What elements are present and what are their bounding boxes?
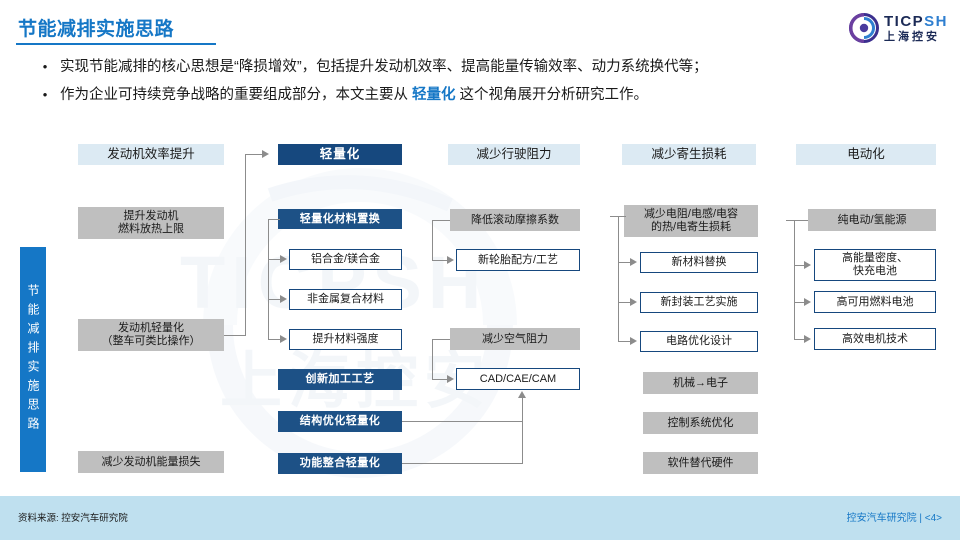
connector-c2-branch-3 bbox=[268, 299, 280, 301]
node-c2-5[interactable]: 创新加工工艺 bbox=[278, 369, 402, 390]
connector-c3-branch-2 bbox=[432, 379, 447, 381]
bullet-item-1: • 实现节能减排的核心思想是“降损增效”，包括提升发动机效率、提高能量传输效率、… bbox=[30, 57, 940, 78]
bullet-text-suffix: 这个视角展开分析研究工作。 bbox=[455, 87, 649, 103]
arrow-c3-node-4 bbox=[447, 375, 454, 383]
bullet-marker: • bbox=[42, 87, 48, 102]
node-c4-5[interactable]: 机械→电子 bbox=[643, 372, 758, 394]
connector-c4-branch-2 bbox=[618, 302, 630, 304]
title-underline bbox=[16, 43, 216, 45]
connector-c2-7-to-cad bbox=[402, 463, 523, 465]
node-c3-2[interactable]: 新轮胎配方/工艺 bbox=[456, 249, 580, 271]
arrow-c5-node-4 bbox=[804, 335, 811, 343]
bullet-text-prefix: 作为企业可持续竞争战略的重要组成部分，本文主要从 bbox=[60, 87, 413, 103]
connector-cad-riser bbox=[522, 397, 524, 464]
node-c2-1[interactable]: 轻量化材料置换 bbox=[278, 209, 402, 229]
bullet-item-2: • 作为企业可持续竞争战略的重要组成部分，本文主要从 轻量化 这个视角展开分析研… bbox=[30, 85, 940, 106]
bullet-text: 作为企业可持续竞争战略的重要组成部分，本文主要从 轻量化 这个视角展开分析研究工… bbox=[60, 85, 648, 106]
bullet-marker: • bbox=[42, 59, 48, 74]
connector-c4-spine bbox=[618, 216, 620, 342]
connector-c5-branch-3 bbox=[794, 339, 804, 341]
arrow-c2-node-3 bbox=[280, 295, 287, 303]
node-c2-6[interactable]: 结构优化轻量化 bbox=[278, 411, 402, 432]
node-c2-2[interactable]: 铝合金/镁合金 bbox=[289, 249, 402, 270]
node-c4-4[interactable]: 电路优化设计 bbox=[640, 331, 758, 352]
logo-spiral-icon bbox=[848, 13, 879, 43]
column-header-4[interactable]: 减少寄生损耗 bbox=[622, 144, 756, 165]
column-header-1[interactable]: 发动机效率提升 bbox=[78, 144, 224, 165]
node-c1-2[interactable]: 发动机轻量化 （整车可类比操作） bbox=[78, 319, 224, 351]
connector-c3-branch-1 bbox=[432, 260, 447, 262]
connector-c3-head-1 bbox=[432, 220, 450, 222]
connector-c3-riser-1 bbox=[432, 220, 434, 260]
bullet-text: 实现节能减排的核心思想是“降损增效”，包括提升发动机效率、提高能量传输效率、动力… bbox=[60, 59, 708, 75]
node-c4-1[interactable]: 减少电阻/电感/电容 的热/电寄生损耗 bbox=[624, 205, 758, 237]
side-bar-text: 节能减排实施思路 bbox=[26, 283, 40, 436]
logo-brand-light: SH bbox=[924, 12, 948, 30]
connector-c1-to-c2-top bbox=[245, 154, 263, 156]
node-c4-6[interactable]: 控制系统优化 bbox=[643, 412, 758, 434]
connector-c1-to-c2 bbox=[224, 335, 246, 337]
connector-c5-branch-2 bbox=[794, 302, 804, 304]
connector-c2-branch-2 bbox=[268, 259, 280, 261]
connector-c4-branch-3 bbox=[618, 341, 630, 343]
arrow-c4-node-4 bbox=[630, 337, 637, 345]
node-c4-7[interactable]: 软件替代硬件 bbox=[643, 452, 758, 474]
arrow-c4-node-3 bbox=[630, 298, 637, 306]
node-c4-3[interactable]: 新封装工艺实施 bbox=[640, 292, 758, 313]
connector-c1-to-c2-riser bbox=[245, 154, 247, 336]
connector-c2-branch-4 bbox=[268, 339, 280, 341]
node-c1-3[interactable]: 减少发动机能量损失 bbox=[78, 451, 224, 473]
source-label: 资料来源: 控安汽车研究院 bbox=[18, 513, 128, 524]
node-c5-3[interactable]: 高可用燃料电池 bbox=[814, 291, 936, 313]
node-c3-4[interactable]: CAD/CAE/CAM bbox=[456, 368, 580, 390]
column-header-3[interactable]: 减少行驶阻力 bbox=[448, 144, 580, 165]
page-title: 节能减排实施思路 bbox=[18, 19, 175, 40]
node-c2-4[interactable]: 提升材料强度 bbox=[289, 329, 402, 350]
side-bar-label: 节能减排实施思路 bbox=[20, 247, 46, 472]
node-c3-3[interactable]: 减少空气阻力 bbox=[450, 328, 580, 350]
arrow-c2-node-4 bbox=[280, 335, 287, 343]
column-header-5[interactable]: 电动化 bbox=[796, 144, 936, 165]
connector-c5-spine bbox=[794, 220, 796, 340]
logo-brand: TICPSH bbox=[884, 14, 948, 29]
arrow-c2-node-2 bbox=[280, 255, 287, 263]
node-c5-2[interactable]: 高能量密度、 快充电池 bbox=[814, 249, 936, 281]
arrow-into-c2-header bbox=[262, 150, 269, 158]
connector-c2-spine bbox=[268, 219, 270, 340]
arrow-c5-node-2 bbox=[804, 261, 811, 269]
column-header-2[interactable]: 轻量化 bbox=[278, 144, 402, 165]
arrow-c4-node-2 bbox=[630, 258, 637, 266]
footer: 资料来源: 控安汽车研究院 控安汽车研究院 | <4> bbox=[0, 496, 960, 540]
page-number-label: 控安汽车研究院 | <4> bbox=[846, 513, 942, 524]
logo-brand-dark: TICP bbox=[883, 12, 925, 30]
arrow-c5-node-3 bbox=[804, 298, 811, 306]
bullet-list: • 实现节能减排的核心思想是“降损增效”，包括提升发动机效率、提高能量传输效率、… bbox=[30, 57, 940, 113]
connector-c2-branch-1 bbox=[268, 219, 280, 221]
node-c2-3[interactable]: 非金属复合材料 bbox=[289, 289, 402, 310]
connector-c5-head bbox=[786, 220, 808, 222]
logo-text: TICPSH 上海控安 bbox=[884, 14, 948, 43]
node-c2-7[interactable]: 功能整合轻量化 bbox=[278, 453, 402, 474]
connector-c4-branch-1 bbox=[618, 262, 630, 264]
arrow-c3-node-2 bbox=[447, 256, 454, 264]
node-c4-2[interactable]: 新材料替换 bbox=[640, 252, 758, 273]
connector-c5-branch-1 bbox=[794, 265, 804, 267]
node-c1-1[interactable]: 提升发动机 燃料放热上限 bbox=[78, 207, 224, 239]
arrow-into-cad bbox=[518, 391, 526, 398]
node-c5-1[interactable]: 纯电动/氢能源 bbox=[808, 209, 936, 231]
logo-brand-cn: 上海控安 bbox=[883, 30, 940, 43]
connector-c3-riser-2 bbox=[432, 339, 434, 379]
connector-c2-6-to-cad bbox=[402, 421, 523, 423]
logo: TICPSH 上海控安 bbox=[848, 9, 948, 47]
bullet-text-highlight: 轻量化 bbox=[412, 87, 456, 103]
connector-c3-head-2 bbox=[432, 339, 450, 341]
node-c5-4[interactable]: 高效电机技术 bbox=[814, 328, 936, 350]
node-c3-1[interactable]: 降低滚动摩擦系数 bbox=[450, 209, 580, 231]
